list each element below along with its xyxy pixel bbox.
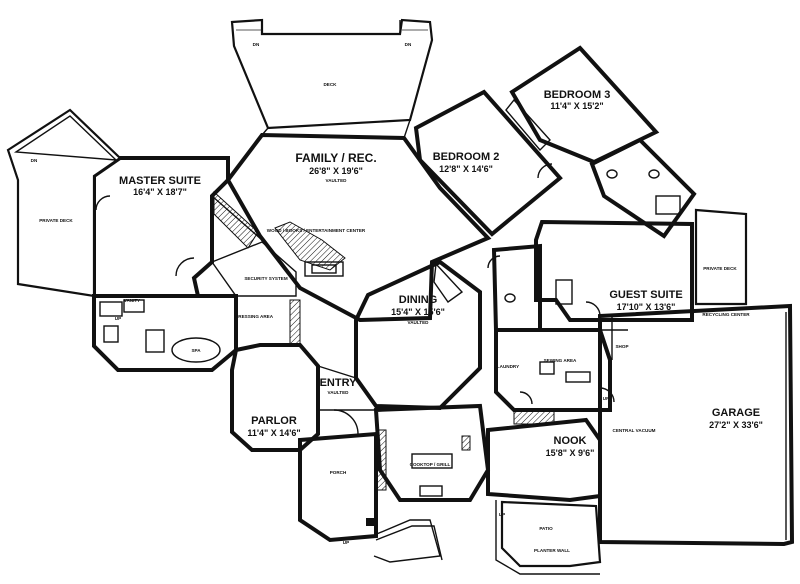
recycling-center-label: RECYCLING CENTER [702, 312, 750, 317]
private-deck-right-label: PRIVATE DECK [703, 266, 737, 271]
porch [298, 431, 443, 563]
kitchen [373, 403, 491, 502]
garage [598, 303, 795, 547]
family-room-note: VAULTED [325, 178, 347, 183]
parlor-label: PARLOR [251, 415, 297, 427]
bedroom-2-dims: 12'8" X 14'6" [439, 164, 493, 174]
sewing-area-label: SEWING AREA [544, 358, 577, 363]
deck-label: DECK [323, 82, 337, 87]
entry [317, 365, 376, 435]
bedroom-2-label: BEDROOM 2 [433, 151, 500, 163]
bedroom-3-dims: 11'4" X 15'2" [550, 101, 603, 111]
guest-suite [534, 208, 748, 322]
dressing-area-label: DRESSING AREA [235, 314, 274, 319]
bedroom-2 [413, 89, 563, 237]
bath-right [589, 137, 697, 239]
service-core [491, 243, 612, 412]
up-label-garage: UP [603, 396, 609, 401]
guest-suite-label: GUEST SUITE [609, 289, 682, 301]
porch-label: PORCH [330, 470, 347, 475]
master-suite-dims: 16'4" X 18'7" [133, 187, 187, 197]
garage-label: GARAGE [712, 407, 760, 419]
up-label-master: UP [115, 316, 121, 321]
dining-note: VAULTED [407, 320, 429, 325]
cooktop-label: COOKTOP / GRILL [410, 462, 451, 467]
family-room [225, 119, 492, 323]
up-label-patio: UP [499, 512, 505, 517]
garage-dims: 27'2" X 33'6" [709, 420, 763, 430]
shop-label: SHOP [615, 344, 628, 349]
patio-label: PATIO [539, 526, 553, 531]
private-deck-left [6, 108, 122, 298]
vanity-label: VANITY [124, 298, 141, 303]
parlor-dims: 11'4" X 14'6" [247, 428, 300, 438]
master-suite-label: MASTER SUITE [119, 175, 201, 187]
master-bath [92, 294, 238, 372]
dining-label: DINING [399, 294, 438, 306]
guest-suite-dims: 17'10" X 13'6" [617, 302, 676, 312]
central-vacuum-label: CENTRAL VACUUM [613, 428, 656, 433]
nook-label: NOOK [554, 435, 587, 447]
parlor [230, 343, 320, 452]
security-system-label: SECURITY SYSTEM [244, 276, 287, 281]
bedroom-3-label: BEDROOM 3 [544, 89, 611, 101]
up-label-porch: UP [343, 540, 349, 545]
family-room-dims: 26'8" X 19'6" [309, 166, 363, 176]
entry-label: ENTRY [320, 377, 358, 389]
dn-label-private-deck: DN [31, 158, 38, 163]
door-swings [95, 163, 615, 405]
entry-note: VAULTED [327, 390, 349, 395]
dn-label-deck-right: DN [405, 42, 412, 47]
planter-wall-label: PLANTER WALL [534, 548, 570, 553]
spa-label: SPA [191, 348, 201, 353]
deck-area [230, 18, 434, 130]
dn-label-deck-left: DN [253, 42, 260, 47]
patio [495, 500, 602, 575]
private-deck-left-label: PRIVATE DECK [39, 218, 73, 223]
laundry-label: LAUNDRY [497, 364, 519, 369]
entertainment-center-label: WOOD / BOOKS / ENTERTAINMENT CENTER [267, 228, 366, 233]
family-room-label: FAMILY / REC. [295, 151, 376, 165]
nook-dims: 15'8" X 9'6" [546, 448, 595, 458]
dining [354, 259, 482, 411]
dining-dims: 15'4" X 15'6" [391, 307, 445, 317]
